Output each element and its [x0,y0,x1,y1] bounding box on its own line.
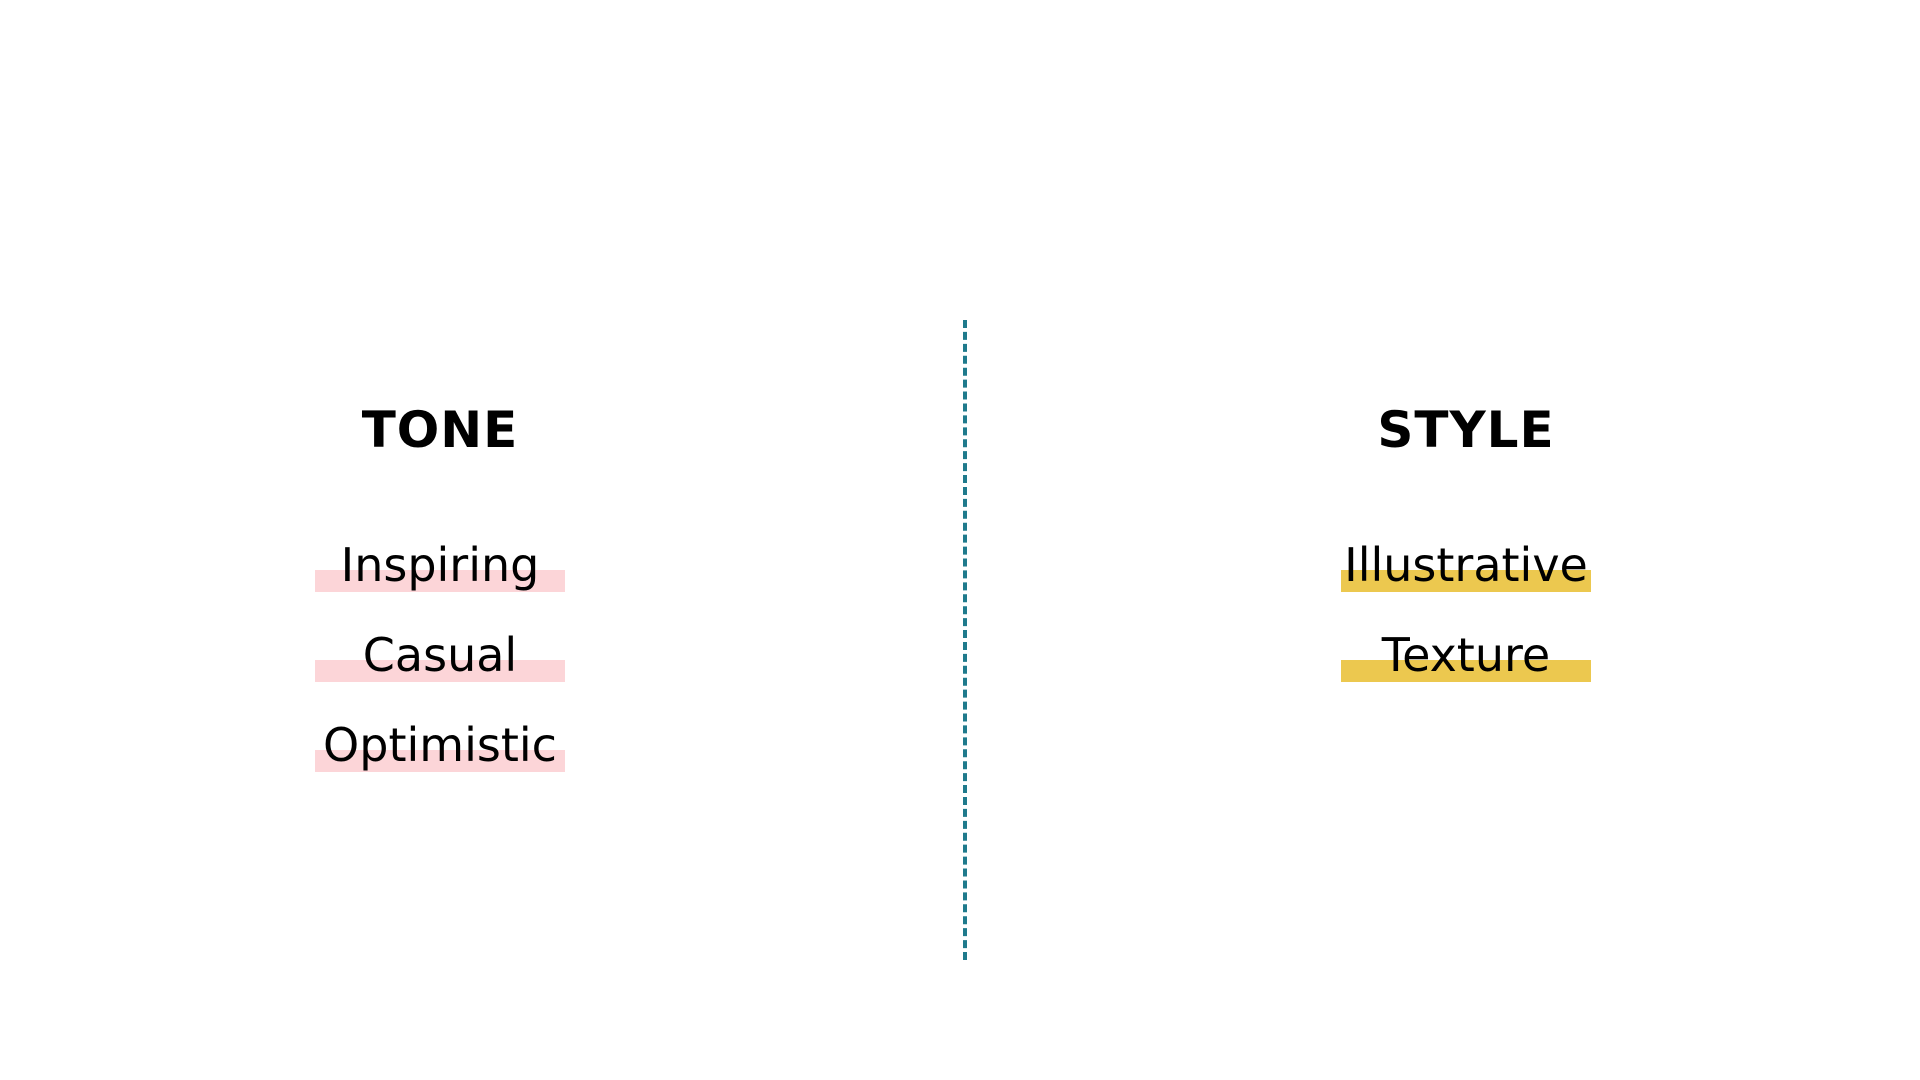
style-highlight [1341,570,1591,592]
tone-item-inspiring: Inspiring [315,520,565,610]
style-highlight [1341,660,1591,682]
style-column: STYLE Illustrative Texture [1186,400,1746,700]
tone-list: Inspiring Casual Optimistic [315,520,565,790]
tone-item-casual: Casual [315,610,565,700]
style-item-texture: Texture [1341,610,1591,700]
dashed-divider [963,320,967,960]
tone-item-optimistic: Optimistic [315,700,565,790]
style-title: STYLE [1377,401,1555,459]
style-list: Illustrative Texture [1341,520,1591,700]
tone-item-label: Casual [362,628,518,682]
style-item-label: Texture [1381,628,1551,682]
tone-item-label: Inspiring [340,538,540,592]
style-item-label: Illustrative [1344,538,1588,592]
tone-highlight [315,660,565,682]
tone-item-label: Optimistic [323,718,557,772]
tone-column: TONE Inspiring Casual Optimistic [160,400,720,790]
style-item-illustrative: Illustrative [1341,520,1591,610]
tone-highlight [315,570,565,592]
tone-title: TONE [361,401,519,459]
tone-highlight [315,750,565,772]
